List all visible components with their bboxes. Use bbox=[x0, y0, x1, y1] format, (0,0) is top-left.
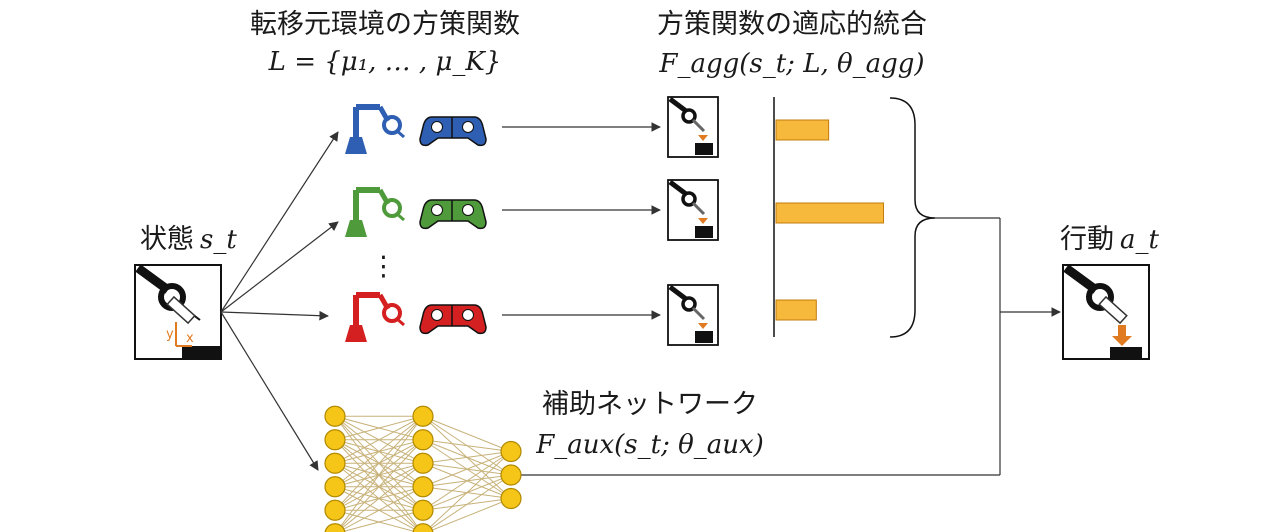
aggregation-title: 方策関数の適応的統合 bbox=[657, 9, 927, 40]
network-node bbox=[500, 464, 522, 486]
policy-output-frame bbox=[667, 284, 719, 346]
weight-bar bbox=[775, 119, 830, 141]
gamepad-icon bbox=[419, 304, 487, 335]
network-node bbox=[412, 452, 434, 474]
network-node bbox=[324, 452, 346, 474]
source-policies-set: L = {μ₁, … , μ_K} bbox=[268, 47, 502, 77]
policy-output-frame bbox=[667, 179, 719, 241]
policy-red-row bbox=[345, 292, 487, 342]
axis-y-label: y bbox=[166, 327, 174, 342]
gamepad-icon bbox=[419, 199, 487, 230]
axis-x-label: x bbox=[186, 331, 194, 346]
aggregation-formula: F_agg(s_t; L, θ_agg) bbox=[658, 49, 924, 79]
network-node bbox=[412, 523, 434, 532]
network-node bbox=[500, 440, 522, 463]
network-node bbox=[324, 405, 346, 427]
aux-formula: F_aux(s_t; θ_aux) bbox=[535, 430, 764, 460]
state-image: y x bbox=[134, 264, 222, 360]
network-node bbox=[412, 476, 434, 498]
network-node bbox=[412, 405, 434, 427]
weight-bar bbox=[775, 202, 885, 224]
policy-green-row bbox=[345, 187, 487, 237]
policy-ellipsis: ⋮ bbox=[370, 251, 397, 282]
weight-bar-chart bbox=[773, 97, 885, 337]
network-node bbox=[324, 476, 346, 498]
network-node bbox=[412, 499, 434, 521]
policy-output-frame bbox=[667, 96, 719, 158]
aux-title: 補助ネットワーク bbox=[542, 389, 758, 420]
state-label: 状態 bbox=[140, 224, 194, 255]
network-node bbox=[324, 499, 346, 521]
policy-blue-row bbox=[345, 104, 487, 154]
network-node bbox=[412, 429, 434, 451]
gamepad-icon bbox=[419, 116, 487, 147]
robot-arm-icon bbox=[345, 104, 405, 154]
network-node bbox=[500, 487, 522, 510]
weight-bar bbox=[775, 299, 817, 321]
network-node bbox=[324, 523, 346, 532]
aggregation-brace bbox=[889, 97, 936, 338]
aux-network bbox=[324, 405, 522, 532]
robot-arm-icon bbox=[345, 292, 405, 342]
robot-arm-icon bbox=[345, 187, 405, 237]
source-policies-title: 転移元環境の方策関数 bbox=[250, 9, 520, 40]
network-node bbox=[324, 429, 346, 451]
state-symbol: s_t bbox=[200, 225, 237, 255]
action-symbol: a_t bbox=[1120, 225, 1160, 255]
action-image bbox=[1062, 264, 1150, 360]
action-label: 行動 bbox=[1060, 224, 1114, 255]
